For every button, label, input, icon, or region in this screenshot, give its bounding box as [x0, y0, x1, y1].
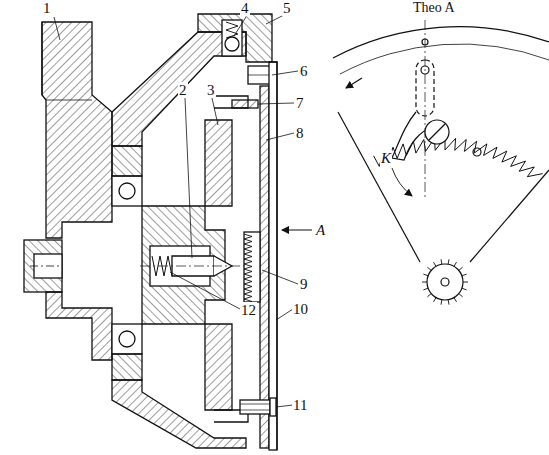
callout-number: 7 [295, 95, 305, 111]
callout-number: 11 [292, 397, 308, 413]
view-title: Theo A [412, 0, 456, 16]
callout-number: 9 [299, 276, 309, 292]
callout-number: 6 [299, 63, 309, 79]
section-view [24, 14, 312, 450]
callout-number: 5 [282, 0, 292, 16]
callout-number: 8 [295, 125, 305, 141]
callout-number: A [315, 222, 326, 238]
callout-number: 1 [42, 0, 52, 16]
callout-number: K [380, 150, 392, 166]
callout-number: 4 [240, 0, 250, 16]
callout-number: 10 [292, 301, 309, 317]
callout-number: 3 [206, 82, 216, 98]
callout-number: 2 [178, 82, 188, 98]
view-a [333, 20, 549, 305]
callout-number: 12 [240, 302, 257, 318]
